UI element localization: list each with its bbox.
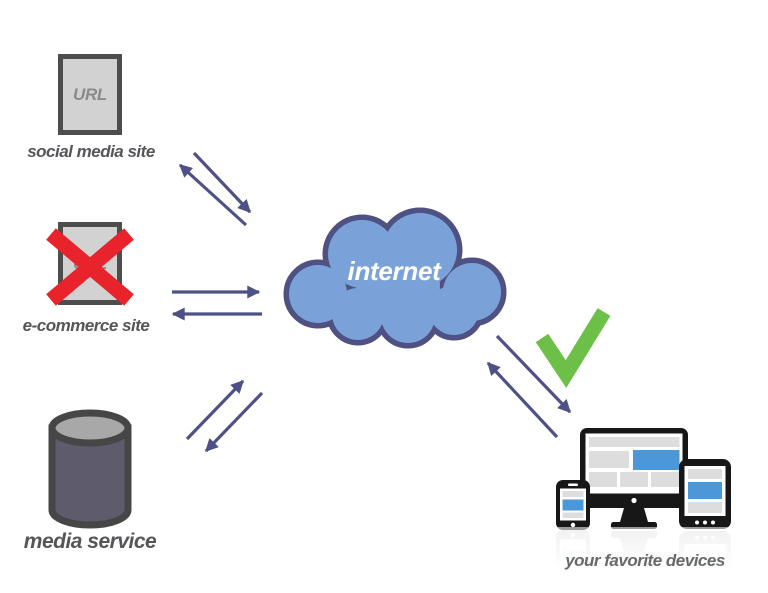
arrow-internet-to-social bbox=[178, 163, 248, 227]
internet-label: internet bbox=[347, 256, 441, 286]
ecommerce-site-label: e-commerce site bbox=[22, 316, 150, 335]
url-text: URL bbox=[72, 84, 108, 104]
tablet-icon bbox=[679, 459, 731, 529]
devices-label: your favorite devices bbox=[565, 551, 725, 570]
smartphone-icon bbox=[556, 480, 590, 530]
monitor-icon bbox=[580, 428, 688, 529]
arrow-devices-to-internet bbox=[486, 361, 559, 439]
arrow-social-to-internet bbox=[192, 151, 252, 214]
arrow-media-to-internet bbox=[185, 379, 245, 441]
database-icon bbox=[48, 409, 132, 529]
social-media-site-label: social media site bbox=[27, 142, 155, 161]
webpage-icon-social: URL bbox=[58, 54, 122, 135]
blocked-x-icon bbox=[46, 228, 134, 306]
arrow-internet-to-media bbox=[204, 391, 264, 453]
checkmark-icon bbox=[535, 308, 611, 388]
reflection-fade bbox=[543, 527, 768, 583]
devices-illustration bbox=[556, 428, 731, 580]
media-service-label: media service bbox=[23, 530, 157, 553]
internet-cloud bbox=[283, 207, 507, 349]
arrow-internet-to-devices bbox=[495, 334, 572, 414]
